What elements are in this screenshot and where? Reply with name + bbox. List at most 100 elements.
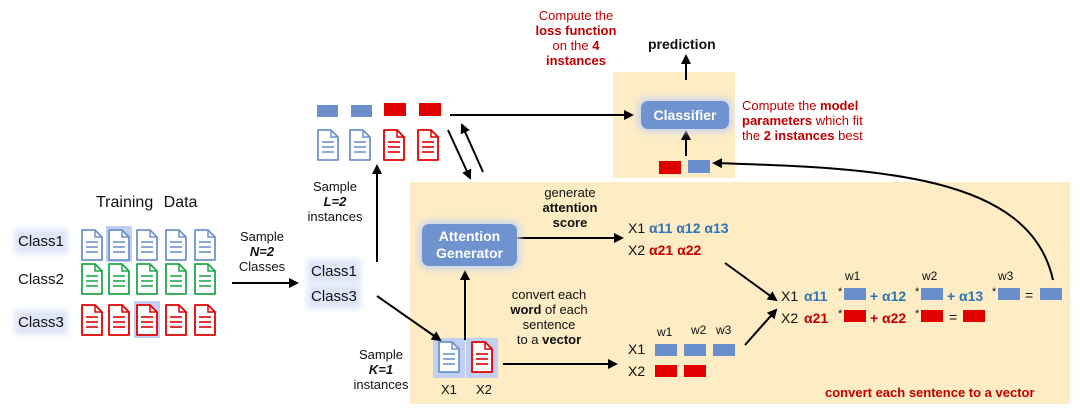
ws-a21: α21 <box>804 310 829 326</box>
sample-l-note: Sample L=2 instances <box>305 179 365 224</box>
sample-l-line1: Sample <box>312 179 358 194</box>
document-icon <box>136 304 158 336</box>
class3-documents <box>81 301 216 338</box>
model-note-line3-rest: best <box>834 128 863 143</box>
document-icon <box>81 304 103 336</box>
arrow-down <box>447 129 472 180</box>
wv-x1-w1 <box>655 344 677 356</box>
loss-note-line3: on the <box>552 38 593 53</box>
sample-k-line3: instances <box>353 377 409 392</box>
model-note-line3-bold: 2 instances <box>763 128 835 143</box>
class2-documents <box>81 263 216 295</box>
generate-attention-line1: generate <box>544 185 596 200</box>
convert-word-line4-pre: to a <box>516 332 543 347</box>
prediction-label: prediction <box>648 36 716 52</box>
generate-attention-line2: attention <box>542 200 598 215</box>
convert-word-note: convert each word of each sentence to a … <box>503 287 595 347</box>
generate-attention-line3: score <box>552 215 588 230</box>
ws-eq-2: = <box>949 309 958 325</box>
support-documents <box>433 338 498 378</box>
model-note-line3-pre: the <box>742 128 764 143</box>
ws-a12: α12 <box>882 288 907 304</box>
model-note: Compute the model parameters which fit t… <box>742 98 863 143</box>
sample-k-line1: Sample <box>358 347 404 362</box>
wv-w2: w2 <box>691 323 707 337</box>
document-icon <box>108 229 130 261</box>
wv-x2-label: X2 <box>628 363 646 379</box>
attn-row-x1: X1 α11 α12 α13 <box>628 221 729 236</box>
ws-x2-result <box>963 310 985 322</box>
convert-word-vector: vector <box>542 332 582 347</box>
ws-eq-1: = <box>1025 287 1034 303</box>
query-documents <box>317 129 439 161</box>
arrow-attn-to-sum <box>724 262 778 302</box>
document-icon <box>136 229 158 261</box>
document-icon <box>108 304 130 336</box>
ws-a11: α11 <box>804 288 828 304</box>
convert-word-bold: word <box>510 302 542 317</box>
sample-n-line1: Sample <box>239 229 285 244</box>
document-icon <box>317 129 339 161</box>
ws-star-5: * <box>915 308 920 320</box>
document-icon <box>165 263 187 295</box>
arrow-sample-k <box>376 295 442 342</box>
loss-note-line4: instances <box>546 53 606 68</box>
support-x1-label: X1 <box>441 382 457 397</box>
sample-n-line3: Classes <box>238 259 286 274</box>
query-vector-3 <box>384 103 406 116</box>
attention-generator-line2: Generator <box>436 245 503 261</box>
selected-class1: Class1 <box>311 263 357 280</box>
ws-w3: w3 <box>998 269 1014 283</box>
ws-w2: w2 <box>922 269 938 283</box>
classifier-input-red <box>659 161 681 174</box>
class1-label: Class1 <box>18 233 64 250</box>
document-icon <box>165 304 187 336</box>
ws-x2-label: X2 <box>781 310 799 326</box>
document-icon <box>349 129 371 161</box>
document-icon <box>108 263 130 295</box>
query-vector-4 <box>419 103 441 116</box>
classifier-input-blue <box>688 160 710 173</box>
arrow-sentence-vector-return <box>712 158 1054 281</box>
model-note-line1-bold: model <box>820 98 859 113</box>
document-icon <box>194 229 216 261</box>
document-icon <box>194 304 216 336</box>
sample-n-value: N=2 <box>249 244 275 259</box>
attn-x1-label: X1 <box>628 220 646 236</box>
attn-x2-label: X2 <box>628 242 646 258</box>
query-vector-1 <box>317 105 338 117</box>
convert-word-line3: sentence <box>522 317 576 332</box>
ws-plus-3: + <box>870 310 879 326</box>
ws-star-2: * <box>915 286 920 298</box>
document-icon <box>81 263 103 295</box>
attn-row-x2: X2 α21 α22 <box>628 243 701 258</box>
document-icon <box>471 341 493 373</box>
class3-label: Class3 <box>18 314 64 331</box>
ws-x1-v2 <box>921 288 943 300</box>
ws-x2-v1 <box>844 310 866 322</box>
document-icon <box>136 263 158 295</box>
sample-k-value: K=1 <box>368 362 394 377</box>
ws-x1-result <box>1040 288 1062 300</box>
wv-x1-w2 <box>684 344 706 356</box>
model-note-line2-bold: parameters <box>742 113 813 128</box>
ws-a22: α22 <box>882 310 907 326</box>
sentence-encoding-panel <box>410 182 1070 404</box>
wv-x2-w1 <box>655 365 677 377</box>
document-icon <box>81 229 103 261</box>
loss-note-count: 4 <box>592 38 600 53</box>
document-icon <box>165 229 187 261</box>
convert-word-rest: of each <box>541 302 588 317</box>
wv-x1-w3 <box>713 344 735 356</box>
document-icon <box>194 263 216 295</box>
loss-note-line1: Compute the <box>538 8 614 23</box>
wv-x2-w2 <box>684 365 706 377</box>
ws-x1-label: X1 <box>781 288 799 304</box>
ws-w1: w1 <box>845 269 861 283</box>
ws-a13: α13 <box>959 288 984 304</box>
support-x2-label: X2 <box>476 382 492 397</box>
selected-class3: Class3 <box>311 288 357 305</box>
classifier-box: Classifier <box>641 101 729 129</box>
attn-x1-values: α11 α12 α13 <box>649 220 729 236</box>
